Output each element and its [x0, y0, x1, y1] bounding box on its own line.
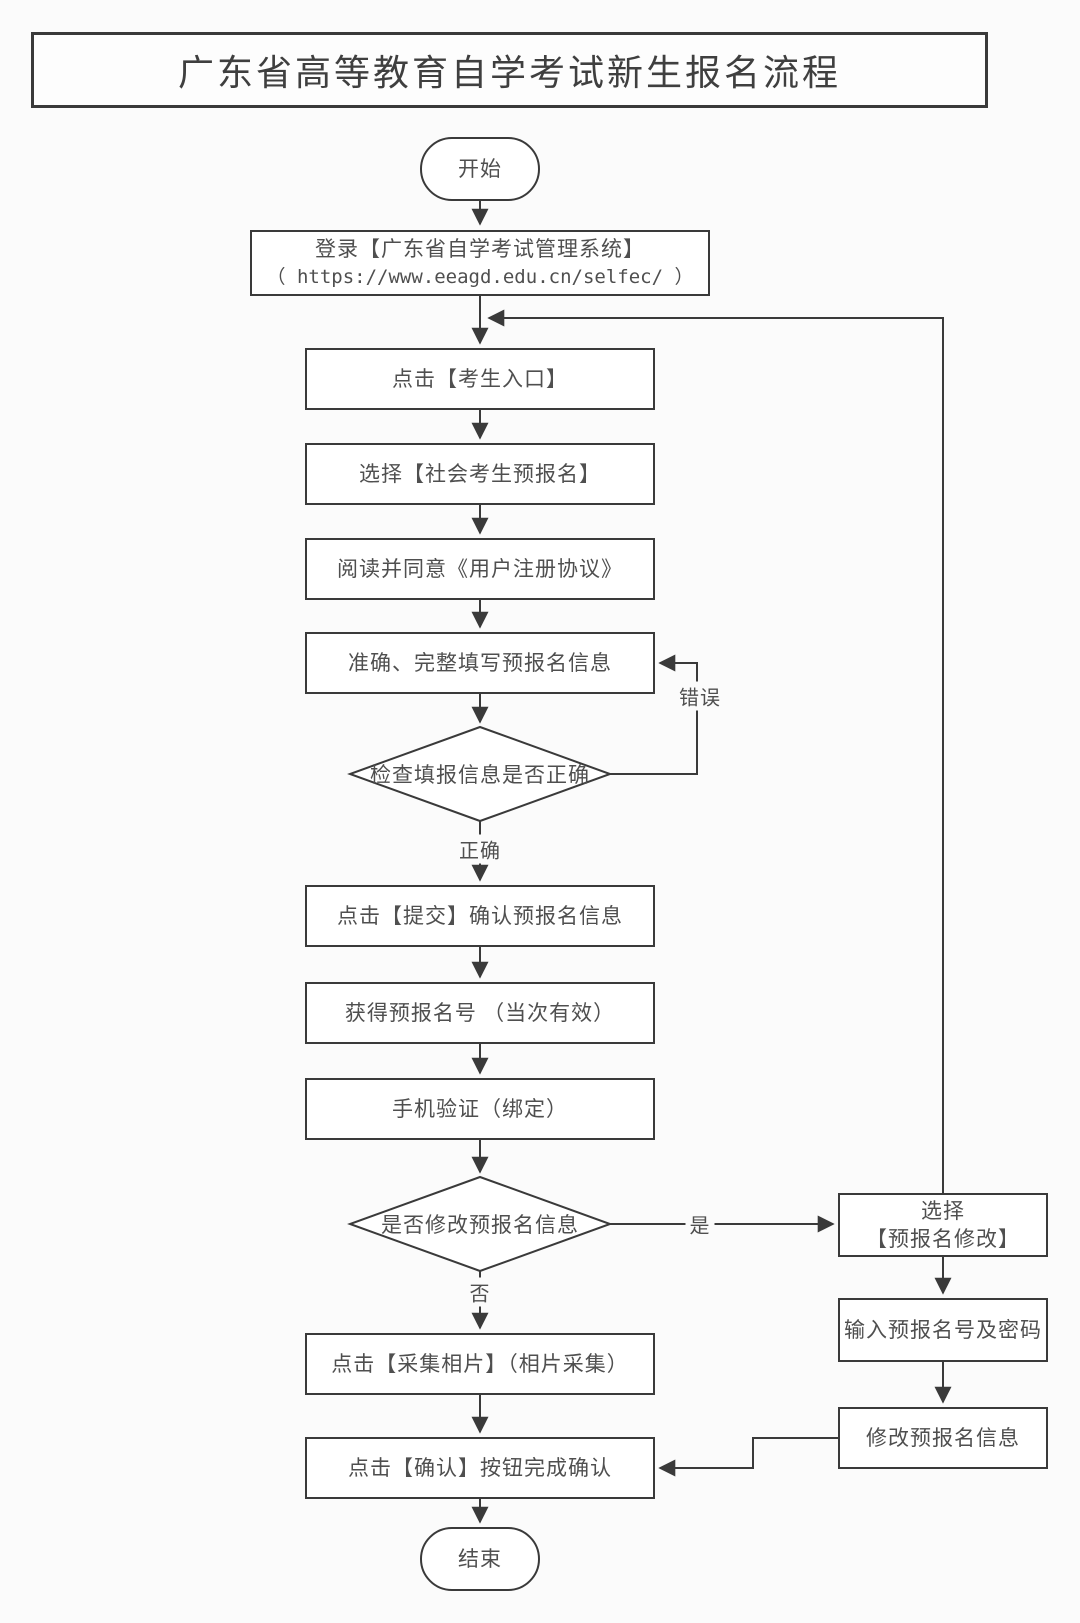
node-collect-photo: 点击【采集相片】（相片采集）: [305, 1333, 655, 1395]
node-candidate-entry: 点击【考生入口】: [305, 348, 655, 410]
node-login-system: 登录【广东省自学考试管理系统】 （ https://www.eeagd.edu.…: [250, 230, 710, 296]
node-end: 结束: [420, 1527, 540, 1591]
decision-check-info-label: 检查填报信息是否正确: [370, 763, 590, 787]
node-start: 开始: [420, 137, 540, 201]
flowchart-title: 广东省高等教育自学考试新生报名流程: [31, 32, 988, 108]
node-phone-verify: 手机验证（绑定）: [305, 1078, 655, 1140]
node-input-number-password: 输入预报名号及密码: [838, 1298, 1048, 1362]
node-get-preregister-number: 获得预报名号 （当次有效）: [305, 982, 655, 1044]
node-login-url: （ https://www.eeagd.edu.cn/selfec/ ）: [266, 266, 694, 289]
edge-modifyinfo-confirm: [658, 1437, 838, 1477]
node-submit-confirm-info: 点击【提交】确认预报名信息: [305, 885, 655, 947]
node-fill-preregister-info: 准确、完整填写预报名信息: [305, 632, 655, 694]
node-confirm-button: 点击【确认】按钮完成确认: [305, 1437, 655, 1499]
node-user-agreement: 阅读并同意《用户注册协议》: [305, 538, 655, 600]
decision-modify-shape: [347, 1175, 613, 1273]
node-select-modify-line2: 【预报名修改】: [866, 1227, 1020, 1251]
edge-label-correct: 正确: [455, 834, 505, 864]
node-select-modify-line1: 选择: [921, 1198, 965, 1223]
node-login-line1: 登录【广东省自学考试管理系统】: [315, 237, 645, 261]
edge-label-yes: 是: [685, 1209, 715, 1239]
edge-selectmodify-mainflow: [487, 309, 944, 1193]
node-modify-preregister-info: 修改预报名信息: [838, 1407, 1048, 1469]
node-select-preregister-modify: 选择 【预报名修改】: [838, 1193, 1048, 1257]
decision-check-info-shape: [347, 725, 613, 823]
node-select-social-preregister: 选择【社会考生预报名】: [305, 443, 655, 505]
edge-check-fill-error: [610, 654, 698, 775]
edge-label-error: 错误: [675, 681, 725, 711]
edge-label-no: 否: [465, 1277, 495, 1307]
decision-modify-label: 是否修改预报名信息: [381, 1213, 579, 1237]
